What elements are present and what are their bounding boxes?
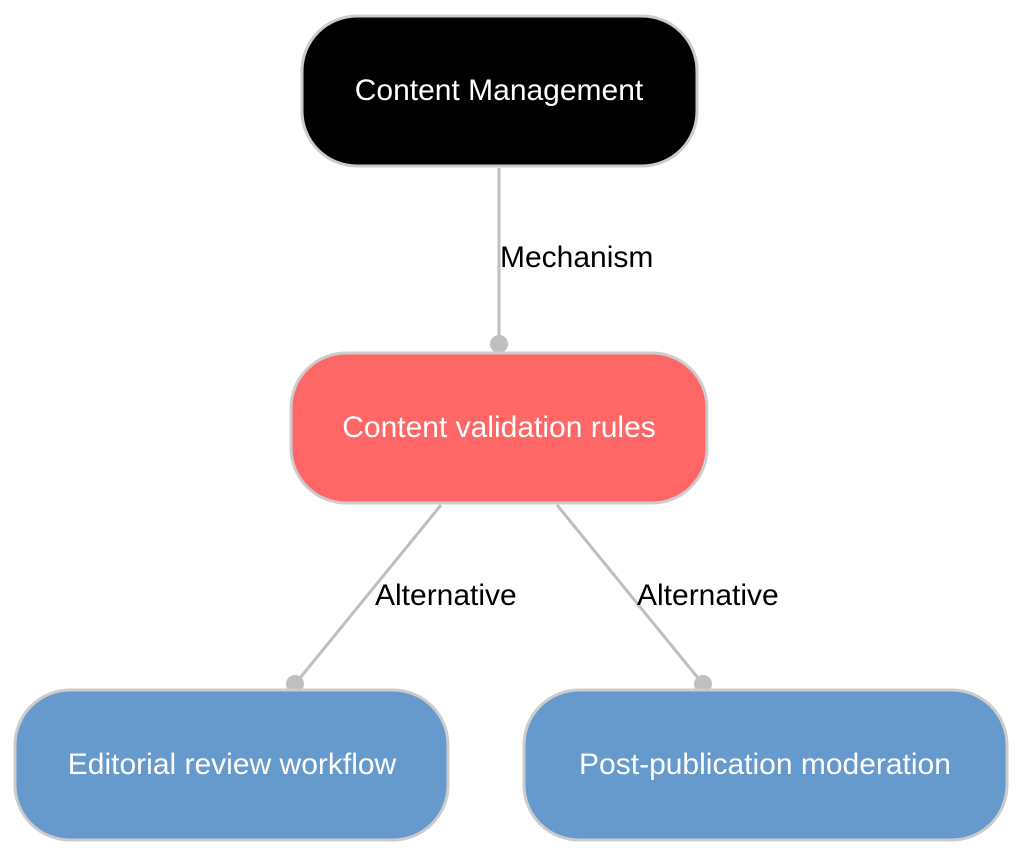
node-editorial-review-workflow-label: Editorial review workflow [68, 748, 397, 781]
node-content-management-label: Content Management [355, 74, 644, 107]
node-content-management: Content Management [300, 14, 699, 168]
node-content-validation-rules-box [289, 351, 709, 505]
node-content-validation-rules: Content validation rules [289, 351, 709, 505]
node-editorial-review-workflow: Editorial review workflow [13, 688, 450, 842]
edge-mechanism: Mechanism [490, 168, 653, 353]
node-editorial-review-workflow-box [13, 688, 450, 842]
edge-alternative-moderation-label: Alternative [637, 579, 779, 612]
node-post-publication-moderation: Post-publication moderation [522, 688, 1009, 842]
edge-alternative-editorial-label: Alternative [375, 579, 517, 612]
edge-mechanism-label: Mechanism [500, 241, 653, 274]
node-post-publication-moderation-label: Post-publication moderation [579, 748, 951, 781]
node-content-validation-rules-label: Content validation rules [342, 411, 656, 444]
node-post-publication-moderation-box [522, 688, 1009, 842]
edge-alternative-moderation-line [555, 504, 700, 679]
edge-alternative-moderation: Alternative [555, 504, 779, 693]
edge-alternative-editorial: Alternative [286, 504, 517, 693]
node-content-management-box [300, 14, 699, 168]
edge-alternative-editorial-line [298, 504, 443, 679]
edge-mechanism-endpoint [490, 335, 508, 353]
